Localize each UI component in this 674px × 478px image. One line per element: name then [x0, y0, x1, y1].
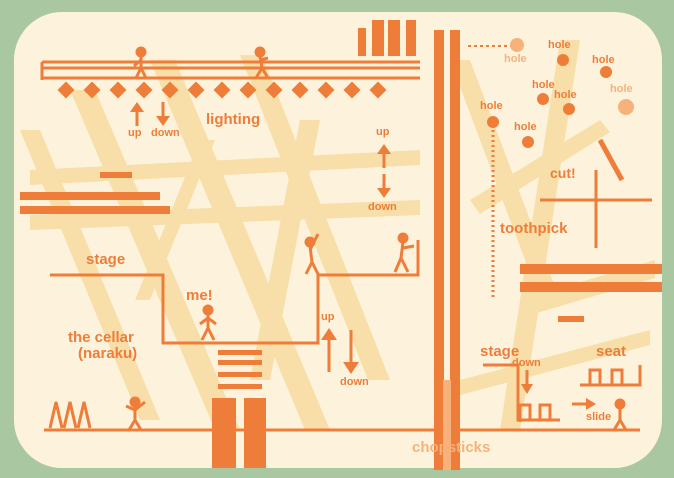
slide-label: slide: [586, 412, 611, 423]
cut-label: cut!: [550, 166, 576, 180]
seat-label: seat: [596, 344, 626, 359]
toothpick-label: toothpick: [500, 221, 568, 236]
hole-label-2: hole: [548, 40, 571, 51]
lighting-up-label: up: [128, 128, 141, 139]
hole-label-7: hole: [480, 101, 503, 112]
cellar-label-line2: (naraku): [78, 346, 137, 361]
hole-label-3: hole: [592, 55, 615, 66]
lift-down-label: down: [340, 377, 369, 388]
lighting-label: lighting: [206, 112, 260, 127]
hole-label-8: hole: [514, 122, 537, 133]
cellar-label-line1: the cellar: [68, 330, 134, 345]
stage-left-label: stage: [86, 252, 125, 267]
me-label: me!: [186, 288, 213, 303]
hole-label-5: hole: [554, 90, 577, 101]
chopsticks-label: chopsticks: [412, 440, 490, 455]
hole-label-6: hole: [610, 84, 633, 95]
lighting-down-label: down: [151, 128, 180, 139]
rig-down-label: down: [368, 202, 397, 213]
hole-label-1: hole: [504, 54, 527, 65]
hole-label-4: hole: [532, 80, 555, 91]
lift-up-label: up: [321, 312, 334, 323]
stage-down-label: down: [512, 358, 541, 369]
rig-up-label: up: [376, 127, 389, 138]
